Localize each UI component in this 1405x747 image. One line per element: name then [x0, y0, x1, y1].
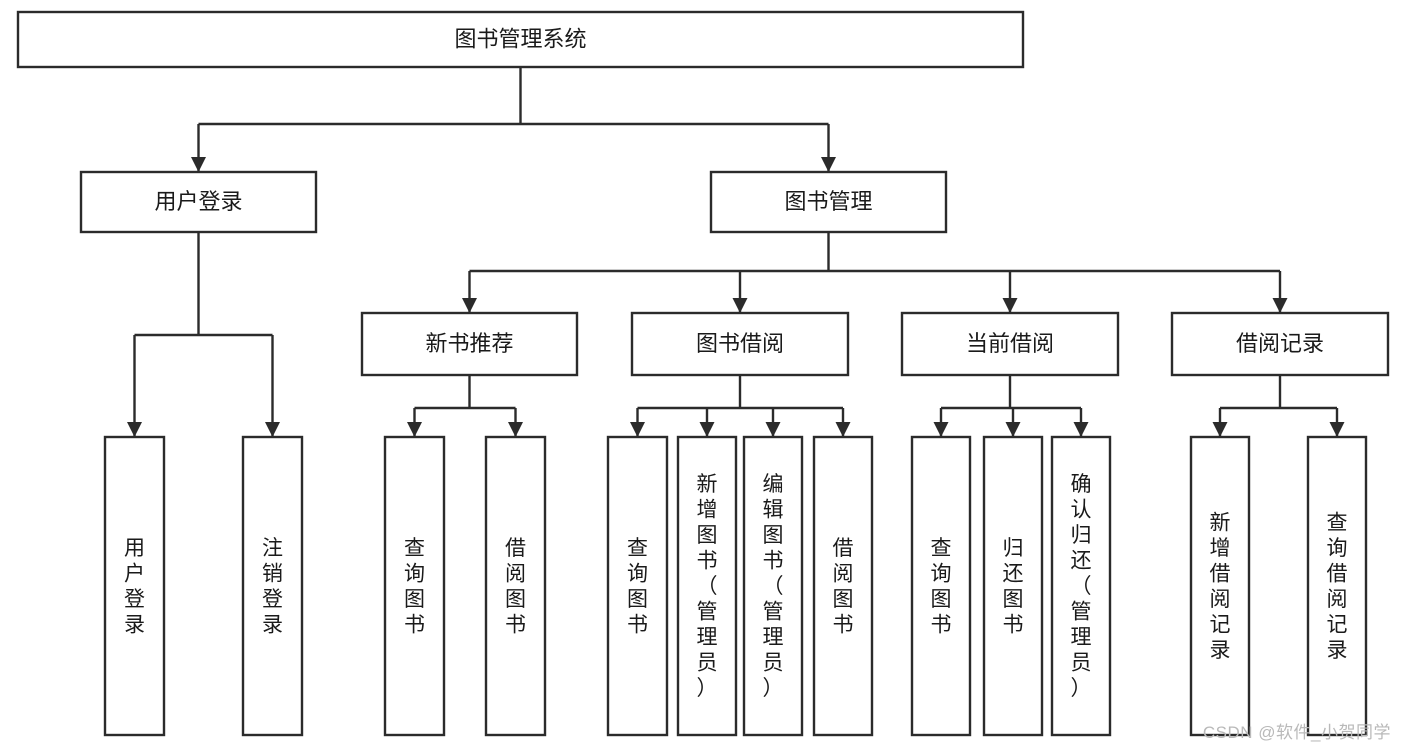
node-box: [79, 170, 318, 234]
arrow-head-icon: [933, 422, 949, 437]
connector-layer: [127, 67, 1345, 437]
node-label: 新增借阅记录: [1210, 511, 1231, 662]
node-l-userlogin[interactable]: 用户登录: [103, 435, 166, 737]
node-l-nb-query[interactable]: 查询图书: [383, 435, 446, 737]
node-n-record[interactable]: 借阅记录: [1170, 311, 1390, 377]
csdn-watermark: CSDN @软件_小贺同学: [1202, 723, 1391, 742]
node-label: 新书推荐: [425, 331, 513, 356]
node-label: 查询图书: [404, 537, 425, 637]
node-label: 借阅图书: [833, 537, 854, 637]
node-label: 用户登录: [154, 189, 242, 214]
arrow-head-icon: [1329, 422, 1345, 437]
node-n-bookmgmt[interactable]: 图书管理: [709, 170, 948, 234]
node-n-newbook[interactable]: 新书推荐: [360, 311, 579, 377]
node-box: [16, 10, 1025, 69]
arrow-head-icon: [462, 298, 477, 313]
arrow-head-icon: [1002, 298, 1018, 313]
arrow-head-icon: [835, 422, 851, 437]
node-label: 图书管理系统: [454, 26, 586, 51]
arrow-head-icon: [127, 422, 142, 437]
arrow-head-icon: [265, 422, 280, 437]
node-l-cu-return[interactable]: 归还图书: [982, 435, 1044, 737]
node-n-current[interactable]: 当前借阅: [900, 311, 1120, 377]
node-label: 查询借阅记录: [1327, 511, 1348, 662]
node-box: [606, 435, 669, 737]
arrow-head-icon: [1212, 422, 1228, 437]
node-root[interactable]: 图书管理系统: [16, 10, 1025, 69]
node-l-nb-borrow[interactable]: 借阅图书: [484, 435, 547, 737]
node-box: [742, 435, 804, 737]
node-box: [383, 435, 446, 737]
arrow-head-icon: [407, 422, 422, 437]
node-label: 查询图书: [931, 537, 952, 637]
node-layer: 图书管理系统用户登录图书管理新书推荐图书借阅当前借阅借阅记录用户登录注销登录查询…: [16, 10, 1390, 737]
arrow-head-icon: [1073, 422, 1089, 437]
node-box: [1170, 311, 1390, 377]
node-label: 新增图书（管理员）: [697, 473, 718, 700]
arrow-head-icon: [821, 157, 836, 172]
node-label: 当前借阅: [966, 331, 1054, 356]
node-label: 借阅记录: [1236, 331, 1324, 356]
node-box: [484, 435, 547, 737]
node-label: 图书借阅: [696, 331, 784, 356]
node-l-re-add[interactable]: 新增借阅记录: [1189, 435, 1251, 737]
node-l-bo-edit[interactable]: 编辑图书（管理员）: [742, 435, 804, 737]
arrow-head-icon: [699, 422, 715, 437]
node-box: [241, 435, 304, 737]
node-box: [1050, 435, 1112, 737]
node-l-bo-add[interactable]: 新增图书（管理员）: [676, 435, 738, 737]
arrow-head-icon: [630, 422, 645, 437]
node-label: 查询图书: [627, 537, 648, 637]
node-label: 确认归还（管理员）: [1071, 473, 1092, 700]
node-l-bo-lend[interactable]: 借阅图书: [812, 435, 874, 737]
node-label: 图书管理: [784, 189, 872, 214]
node-label: 归还图书: [1003, 537, 1024, 637]
node-l-cu-query[interactable]: 查询图书: [910, 435, 972, 737]
node-box: [630, 311, 850, 377]
arrow-head-icon: [765, 422, 781, 437]
arrow-head-icon: [508, 422, 523, 437]
node-label: 注销登录: [262, 537, 283, 637]
node-box: [910, 435, 972, 737]
node-box: [812, 435, 874, 737]
node-box: [1306, 435, 1368, 737]
node-n-login[interactable]: 用户登录: [79, 170, 318, 234]
node-box: [709, 170, 948, 234]
node-label: 借阅图书: [505, 537, 526, 637]
arrow-head-icon: [191, 157, 206, 172]
node-n-borrow[interactable]: 图书借阅: [630, 311, 850, 377]
arrow-head-icon: [1272, 298, 1288, 313]
node-label: 编辑图书（管理员）: [763, 473, 784, 700]
node-box: [676, 435, 738, 737]
node-box: [103, 435, 166, 737]
arrow-head-icon: [1005, 422, 1021, 437]
node-box: [900, 311, 1120, 377]
node-l-cu-confirm[interactable]: 确认归还（管理员）: [1050, 435, 1112, 737]
node-l-logout[interactable]: 注销登录: [241, 435, 304, 737]
node-box: [360, 311, 579, 377]
node-box: [1189, 435, 1251, 737]
node-label: 用户登录: [124, 537, 145, 637]
node-l-re-query[interactable]: 查询借阅记录: [1306, 435, 1368, 737]
node-l-bo-query[interactable]: 查询图书: [606, 435, 669, 737]
node-box: [982, 435, 1044, 737]
arrow-head-icon: [732, 298, 748, 313]
